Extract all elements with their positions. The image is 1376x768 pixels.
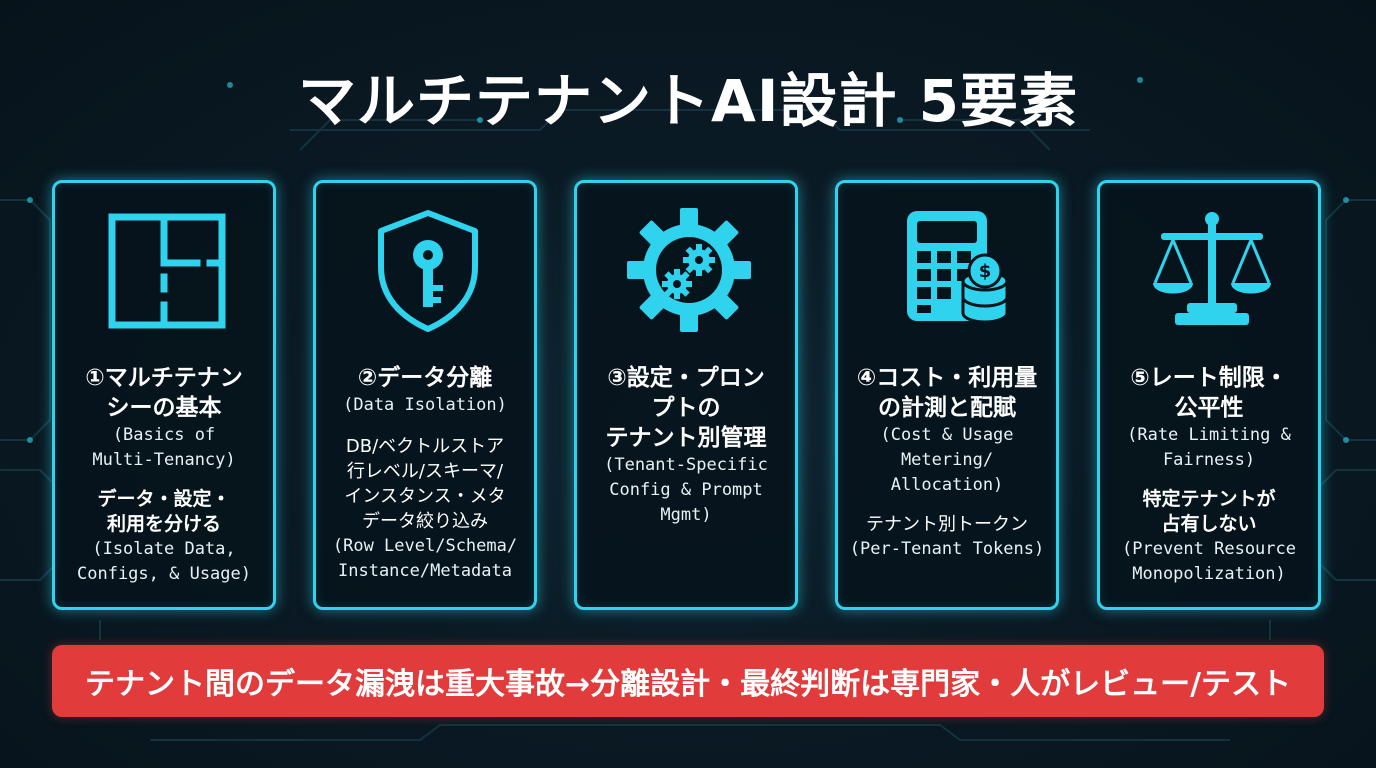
card-detail: DB/ベクトルストア行レベル/スキーマ/インスタンス・メタデータ絞り込み <box>344 436 506 532</box>
card-detail: テナント別トークン <box>866 514 1028 535</box>
balance-scale-icon <box>1153 212 1271 325</box>
card-detail: 特定テナントが占有しない <box>1142 488 1276 535</box>
floor-plan-icon <box>108 213 226 329</box>
card-detail-english: (Per-Tenant Tokens) <box>849 539 1045 559</box>
card-heading: ③設定・プロンプトのテナント別管理 <box>605 365 767 451</box>
card-heading: ⑤レート制限・公平性 <box>1130 365 1288 421</box>
card-english-subtitle: (Data Isolation) <box>343 395 507 415</box>
card-heading: ④コスト・利用量の計測と配賦 <box>856 365 1038 421</box>
svg-text:$: $ <box>979 261 992 282</box>
calculator-coins-icon: $ <box>907 211 1009 324</box>
card-heading: ①マルチテナンシーの基本 <box>85 365 243 421</box>
shield-key-icon <box>378 210 478 332</box>
card-detail-english: (Row Level/Schema/Instance/Metadata <box>332 536 518 581</box>
card-english-subtitle: (Rate Limiting &Fairness) <box>1127 425 1291 470</box>
warning-banner: テナント間のデータ漏洩は重大事故→分離設計・最終判断は専門家・人がレビュー/テス… <box>52 645 1324 717</box>
card-data-isolation: ②データ分離 (Data Isolation) DB/ベクトルストア行レベル/ス… <box>313 180 537 610</box>
page-title: マルチテナントAI設計 5要素 <box>297 67 1079 135</box>
card-heading: ②データ分離 <box>357 365 493 391</box>
card-rate-limiting-fairness: ⑤レート制限・公平性 (Rate Limiting &Fairness) 特定テ… <box>1097 180 1321 610</box>
card-detail: データ・設定・利用を分ける <box>97 488 231 535</box>
warning-banner-text: テナント間のデータ漏洩は重大事故→分離設計・最終判断は専門家・人がレビュー/テス… <box>84 667 1292 702</box>
gears-icon <box>627 208 751 332</box>
card-detail-english: (Isolate Data,Configs, & Usage) <box>77 539 251 584</box>
